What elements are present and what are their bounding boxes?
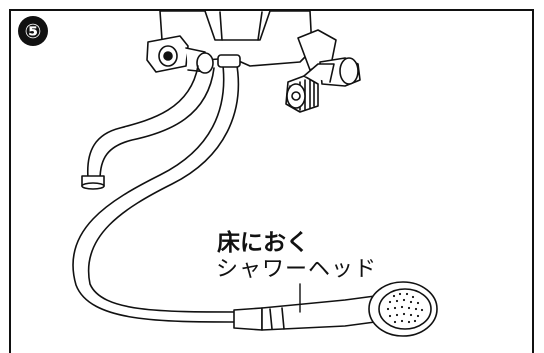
spout-pipe (81, 65, 215, 190)
step-number-badge: ⑤ (18, 16, 48, 46)
left-valve-handle (146, 35, 214, 74)
shower-hose (72, 54, 241, 323)
callout-part-text: シャワーヘッド (216, 257, 378, 282)
shower-head (233, 281, 438, 337)
callout-action-text: 床におく (217, 230, 309, 256)
right-valve-knob (285, 29, 361, 113)
